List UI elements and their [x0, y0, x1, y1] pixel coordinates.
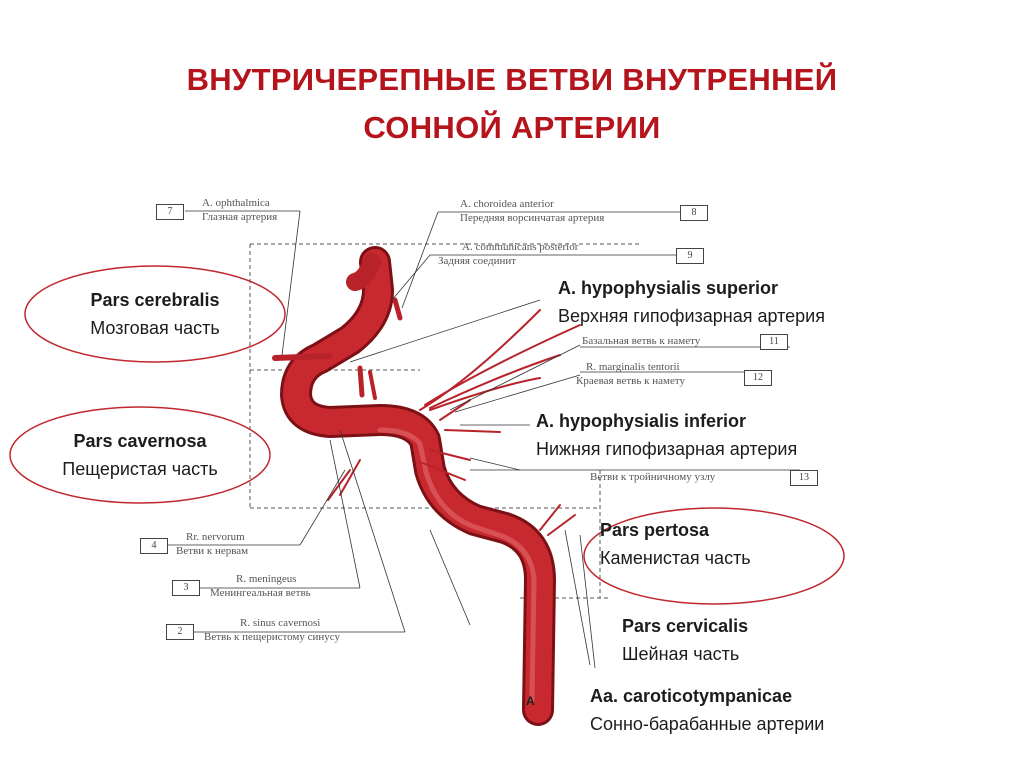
label-pars-cavernosa: Pars cavernosa Пещеристая часть — [62, 431, 218, 479]
page-title: ВНУТРИЧЕРЕПНЫЕ ВЕТВИ ВНУТРЕННЕЙ СОННОЙ А… — [0, 56, 1024, 152]
label-pars-cerebralis: Pars cerebralis Мозговая часть — [90, 290, 220, 338]
label-pars-pertosa: Pars pertosa Каменистая часть — [600, 520, 751, 568]
label-hypophysialis-inferior: A. hypophysialis inferior Нижняя гипофиз… — [536, 411, 798, 459]
label-basal-branch: Базальная ветвь к намету — [582, 335, 701, 347]
ellipse-pars-pertosa — [583, 507, 845, 605]
number-box-2: 2 — [166, 624, 194, 640]
title-line-2: СОННОЙ АРТЕРИИ — [363, 110, 661, 145]
region-ellipses — [9, 265, 845, 605]
label-meningeus: R. meningeus Менингеальная ветвь — [210, 573, 311, 599]
number-box-4: 4 — [140, 538, 168, 554]
number-box-9: 9 — [676, 248, 704, 264]
label-communicans-posterior: A. communicans posterior Задняя соединит — [438, 241, 579, 267]
number-box-11: 11 — [760, 334, 788, 350]
leader-lines — [165, 210, 800, 669]
number-box-8: 8 — [680, 205, 708, 221]
label-choroidea-anterior: A. choroidea anterior Передняя ворсинчат… — [460, 198, 605, 224]
label-nervorum: Rr. nervorum Ветви к нервам — [176, 531, 249, 557]
ellipse-pars-cavernosa — [9, 406, 271, 504]
artery-branches — [272, 297, 581, 536]
number-box-12: 12 — [744, 370, 772, 386]
ellipse-pars-cerebralis — [24, 265, 286, 363]
label-caroticotympanicae: Aa. caroticotympanicae Сонно-барабанные … — [590, 686, 825, 734]
title-line-1: ВНУТРИЧЕРЕПНЫЕ ВЕТВИ ВНУТРЕННЕЙ — [186, 62, 838, 97]
number-box-7: 7 — [156, 204, 184, 220]
label-trigeminal-branches: Ветви к тройничному узлу — [590, 471, 716, 483]
number-box-3: 3 — [172, 580, 200, 596]
figure-letter: A — [526, 694, 535, 708]
internal-carotid-artery — [280, 246, 556, 726]
number-box-13: 13 — [790, 470, 818, 486]
label-sinus-cavernosi: R. sinus cavernosi Ветвь к пещеристому с… — [204, 617, 341, 643]
label-pars-cervicalis: Pars cervicalis Шейная часть — [622, 616, 749, 664]
label-ophthalmica: A. ophthalmica Глазная артерия — [202, 197, 278, 223]
label-hypophysialis-superior: A. hypophysialis superior Верхняя гипофи… — [558, 278, 825, 326]
label-marginalis-tentorii: R. marginalis tentorii Краевая ветвь к н… — [576, 361, 685, 387]
